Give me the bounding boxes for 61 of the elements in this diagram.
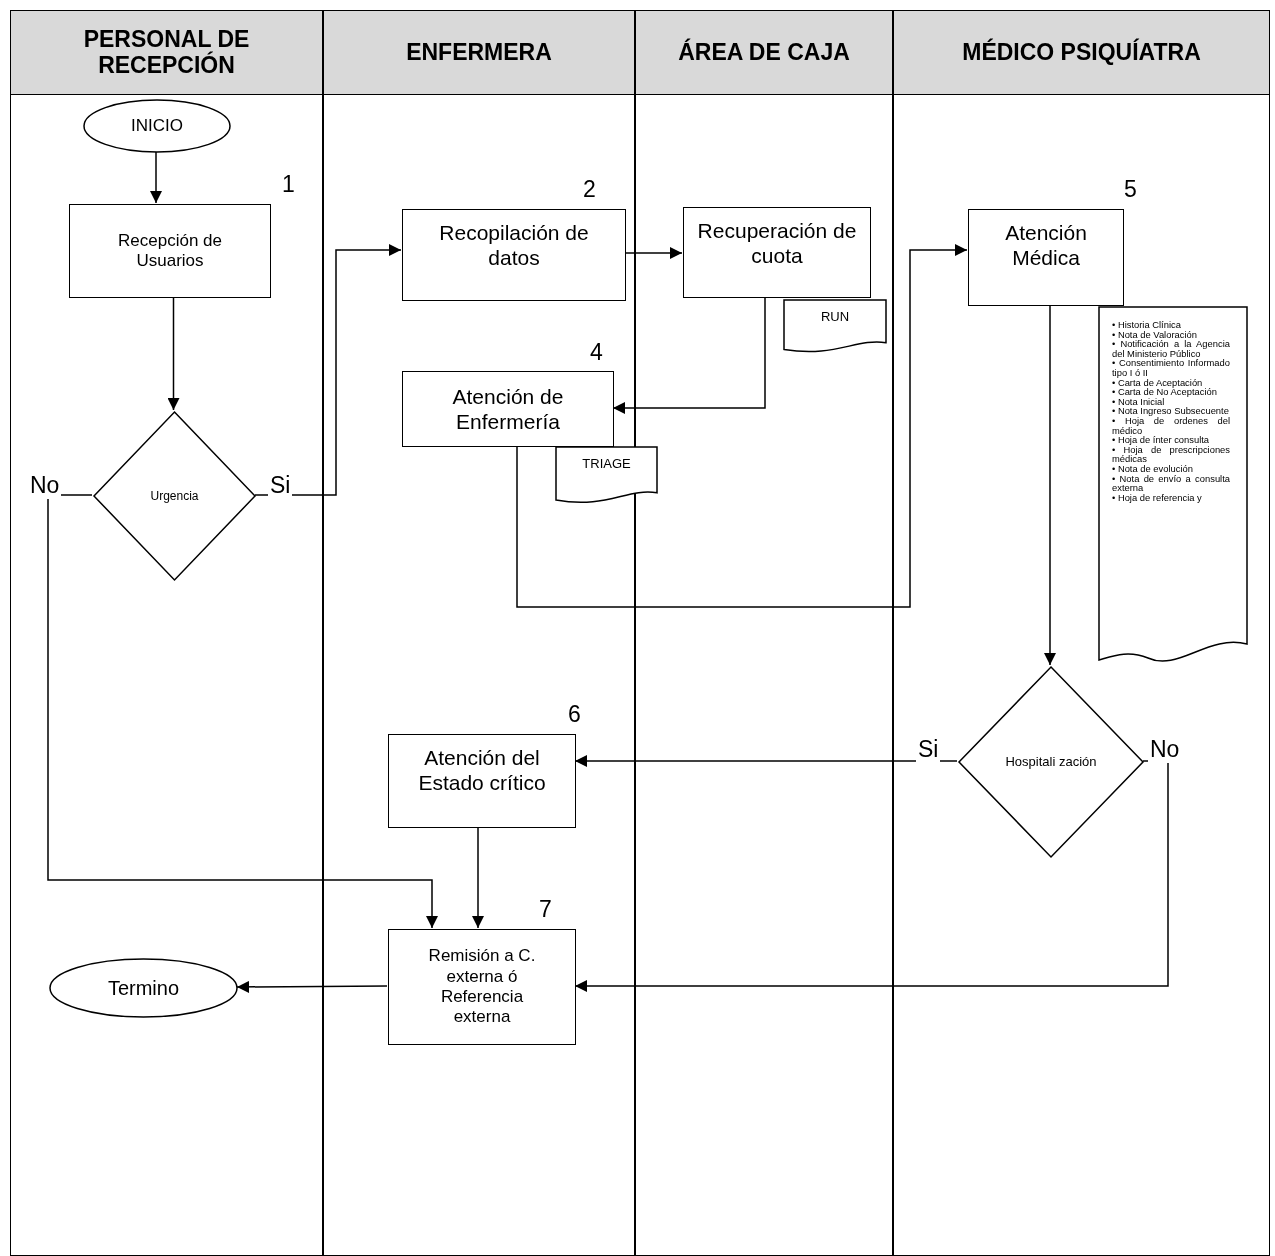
node-text: INICIO — [130, 115, 184, 137]
arrow — [624, 247, 683, 259]
list-item: • Hoja de referencia y — [1112, 492, 1203, 503]
arrow — [150, 151, 162, 204]
list-item: • Hoja de ordenes del médico — [1112, 415, 1230, 436]
edge-label: Si — [268, 472, 293, 499]
node-text: Urgencia — [149, 488, 200, 504]
node-text: Atención del Estado crítico — [417, 745, 547, 796]
terminator-ellipse — [49, 958, 238, 1018]
arrow — [47, 494, 438, 929]
step-number: 1 — [282, 171, 295, 198]
node-text: Recopilación de datos — [438, 220, 590, 271]
step-number: 6 — [568, 701, 581, 728]
node-text: Hospitali zación — [1004, 754, 1098, 770]
list-item: • Carta de No Aceptación — [1112, 387, 1218, 397]
document-shape — [555, 446, 658, 506]
lane-header: ÁREA DE CAJA — [636, 11, 892, 95]
list-item: • Nota de evolución — [1112, 463, 1194, 474]
step-number: 2 — [583, 176, 596, 203]
lane-header: MÉDICO PSIQUÍATRA — [894, 11, 1269, 95]
node-text: Atención Médica — [1004, 220, 1088, 271]
arrow — [1044, 304, 1056, 666]
arrow — [472, 826, 484, 929]
swimlane — [893, 10, 1270, 1256]
document-shape — [1098, 306, 1248, 664]
arrow — [574, 760, 1169, 992]
list-item: • Nota Inicial — [1112, 396, 1166, 407]
swimlane — [10, 10, 323, 1256]
swimlane — [635, 10, 893, 1256]
list-item: • Notificación a la Agencia del Ministerio Público — [1112, 339, 1230, 359]
decision-diamond — [958, 666, 1144, 858]
list-item: • Hoja de ínter consulta — [1112, 435, 1210, 445]
node-text: Remisión a C. externa ó Referencia externa — [427, 946, 537, 1028]
list-item: • Nota de Valoración — [1112, 329, 1198, 340]
arrow — [612, 296, 766, 414]
lane-header: PERSONAL DE RECEPCIÓN — [11, 11, 322, 95]
swimlane — [323, 10, 635, 1256]
node-text: TRIAGE — [581, 456, 632, 472]
arrow — [167, 296, 180, 411]
node-text: RUN — [819, 309, 851, 325]
edge-label: Si — [916, 736, 941, 763]
list-item: • Consentimiento Informado tipo I ó II — [1112, 358, 1230, 378]
step-number: 7 — [539, 896, 552, 923]
document-shape — [783, 299, 887, 355]
terminator-ellipse — [83, 99, 231, 153]
list-item: • Historia Clínica — [1112, 320, 1182, 330]
list-item: • Nota Ingreso Subsecuente — [1112, 406, 1229, 416]
lane-header: ENFERMERA — [324, 11, 634, 95]
arrow — [254, 244, 402, 496]
list-item: • Nota de envío a consulta externa — [1112, 473, 1230, 493]
node-text: Atención de Enfermería — [451, 383, 565, 435]
node-text: Recuperación de cuota — [696, 218, 858, 269]
arrow — [574, 755, 958, 767]
list-item: • Carta de Aceptación — [1112, 377, 1203, 388]
arrow — [516, 244, 968, 608]
node-text: Recepción de Usuarios — [117, 230, 223, 272]
step-number: 5 — [1124, 176, 1137, 203]
decision-diamond — [93, 411, 256, 581]
node-text: Termino — [106, 976, 181, 1000]
step-number: 4 — [590, 339, 603, 366]
arrow — [236, 980, 388, 993]
